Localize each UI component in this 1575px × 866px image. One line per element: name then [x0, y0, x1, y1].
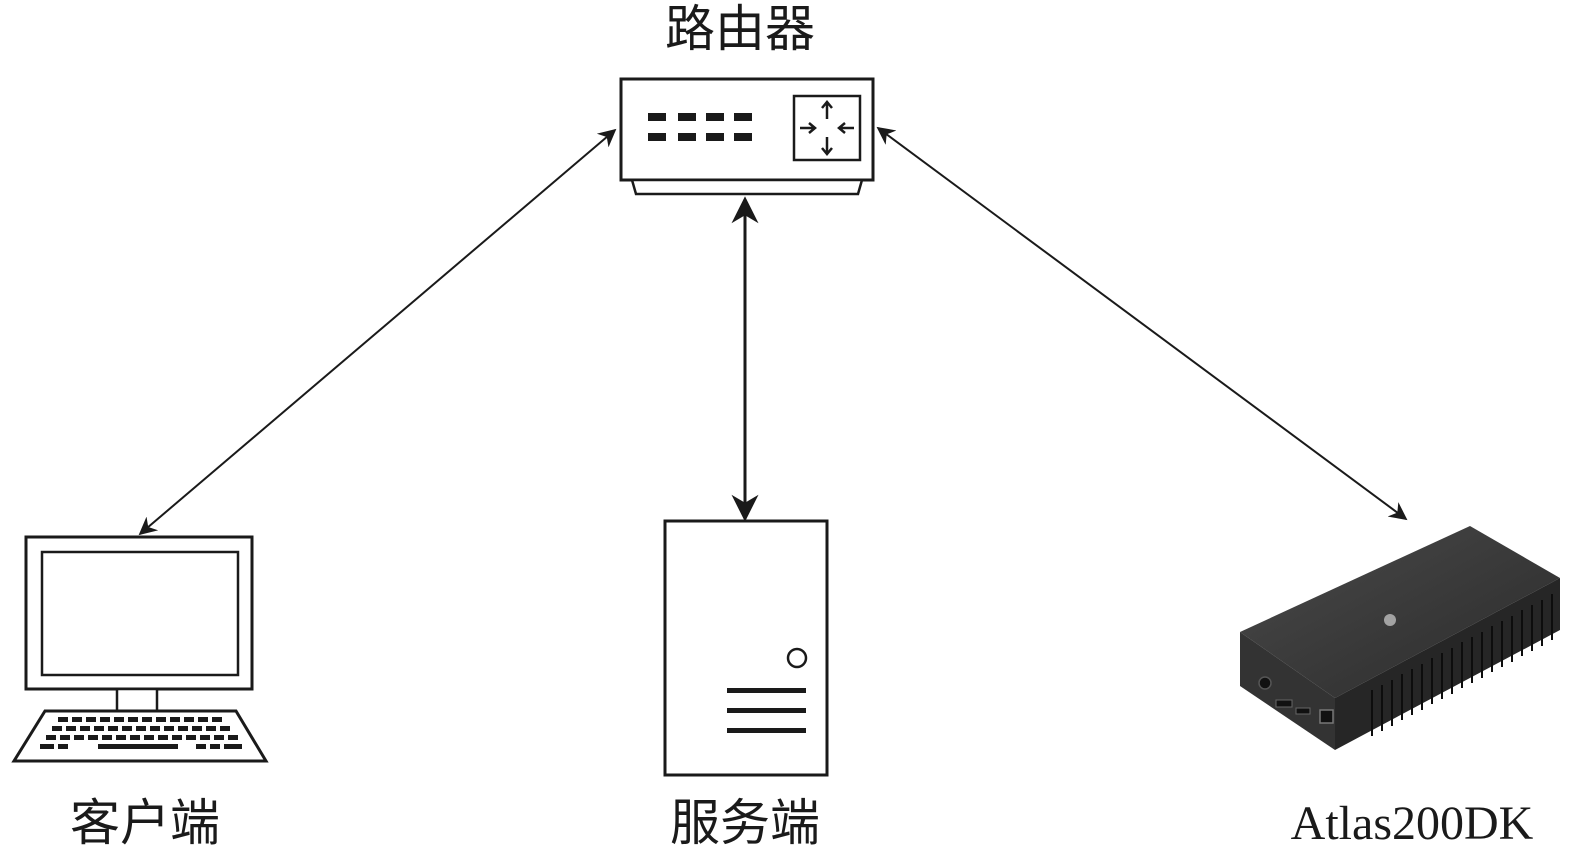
computer-icon: [11, 535, 269, 763]
link-router-device: [876, 126, 1408, 521]
routing-arrows-icon: [792, 94, 862, 162]
client-label: 客户端: [70, 794, 220, 852]
router-ports: [648, 113, 752, 141]
router-label: 路由器: [665, 0, 815, 58]
device-label: Atlas200DK: [1290, 797, 1534, 850]
brand-logo-icon: [1384, 614, 1396, 626]
atlas-device-icon: [1240, 526, 1560, 750]
server-label: 服务端: [670, 794, 820, 852]
router-icon: [619, 77, 875, 196]
keyboard-keys: [40, 717, 242, 749]
link-router-client: [138, 128, 617, 536]
vent-slots: [1371, 594, 1553, 736]
server-icon: [663, 519, 829, 777]
